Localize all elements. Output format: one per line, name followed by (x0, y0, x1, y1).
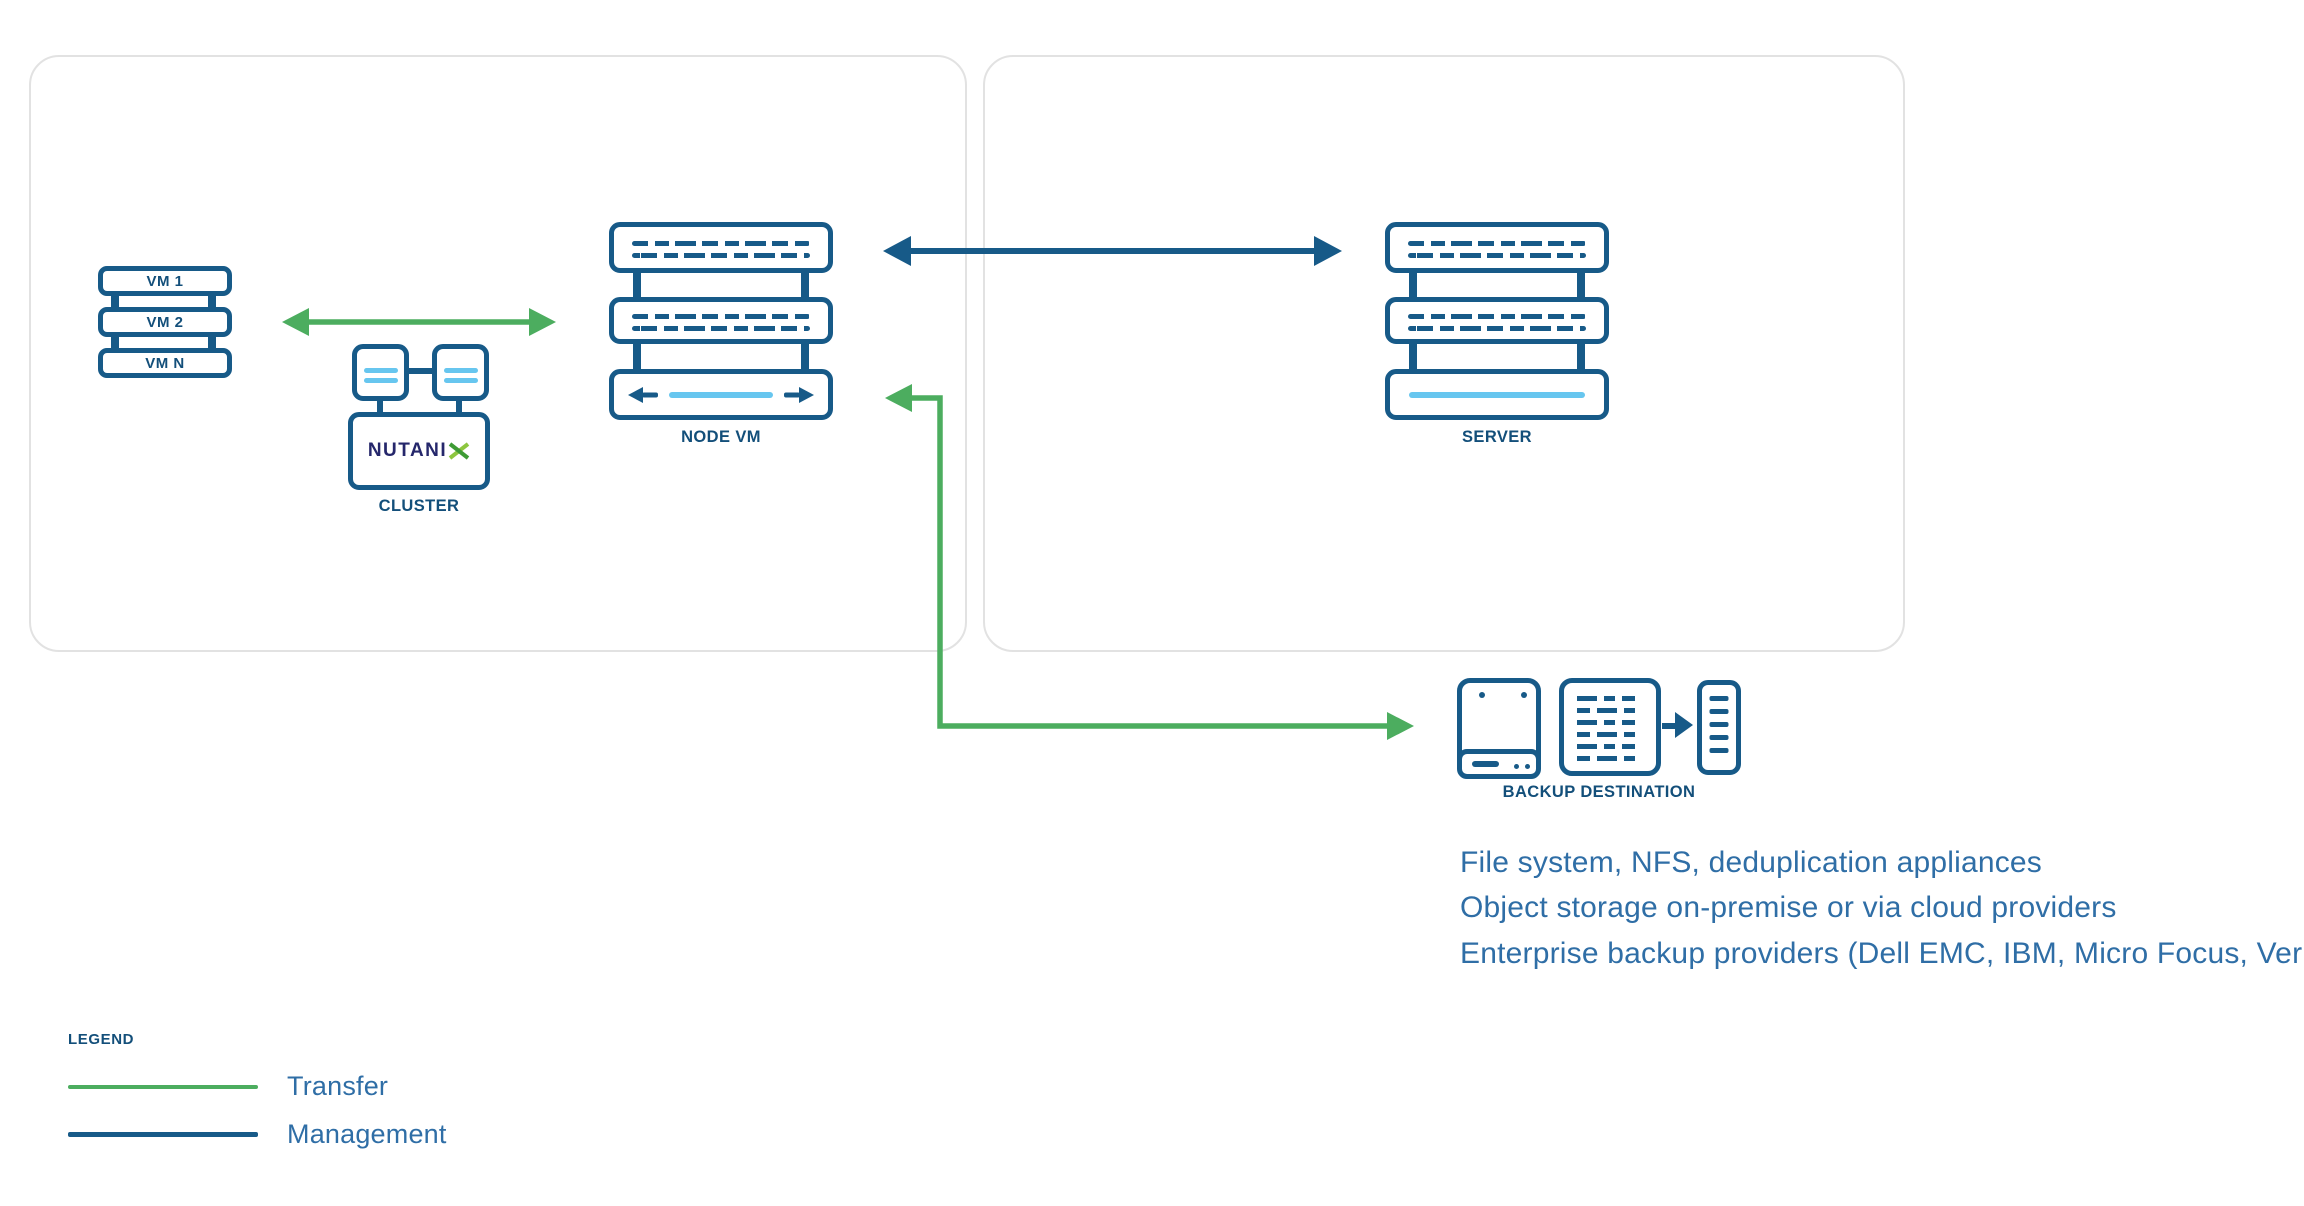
node-vm-row-bottom (609, 369, 833, 420)
nutanix-box: NUTANI (348, 412, 490, 490)
data-row (1577, 732, 1643, 737)
node-vm-connector (801, 338, 809, 376)
server-connector (1409, 266, 1417, 304)
data-bar (1409, 391, 1585, 398)
vm-2-box: VM 2 (98, 307, 232, 337)
disk-dot (1521, 692, 1527, 698)
node-bar (363, 378, 398, 383)
server-connector (1409, 338, 1417, 376)
disk-dot (1525, 764, 1530, 769)
nutanix-x-icon (448, 442, 470, 460)
vm-connector (111, 331, 119, 353)
note-object-storage: Object storage on-premise or via cloud p… (1460, 891, 2117, 924)
legend-title: LEGEND (68, 1031, 135, 1048)
nutanix-logo: NUTANI (368, 440, 470, 462)
dash-decoration (1408, 326, 1586, 331)
server-row-middle (1385, 297, 1609, 344)
cluster-connector (377, 396, 383, 416)
node-bar (443, 368, 478, 373)
server-connector (1577, 266, 1585, 304)
right-arrow-icon (799, 386, 814, 403)
data-bar (669, 391, 773, 398)
server-label: SERVER (1462, 428, 1532, 446)
server-row-top (1385, 222, 1609, 273)
left-arrow-icon (628, 386, 643, 403)
vm-1-label: VM 1 (146, 272, 184, 290)
node-vm-label: NODE VM (681, 428, 761, 446)
data-row (1577, 696, 1643, 701)
server-connector (1577, 338, 1585, 376)
node-vm-connector (801, 266, 809, 304)
dash-decoration (1408, 314, 1586, 319)
backup-destination-label: BACKUP DESTINATION (1502, 783, 1696, 801)
legend-management-label: Management (287, 1119, 447, 1149)
vm-connector (208, 290, 216, 312)
vm-2-label: VM 2 (146, 313, 184, 331)
note-file-system: File system, NFS, deduplication applianc… (1460, 846, 2043, 879)
vm-n-box: VM N (98, 348, 232, 378)
cluster-label: CLUSTER (378, 497, 460, 515)
disk-dot (1479, 692, 1485, 698)
nutanix-logo-text: NUTANI (367, 440, 448, 461)
server-row-bottom (1385, 369, 1609, 420)
vm-connector (111, 290, 119, 312)
arrow-tail (784, 392, 800, 397)
node-vm-row-top (609, 222, 833, 273)
tape-slot (1709, 748, 1729, 753)
legend-management-line (68, 1132, 258, 1137)
cluster-node-icon (352, 344, 409, 401)
to-archive-arrow (1662, 723, 1677, 729)
cluster-node-link (406, 368, 436, 374)
data-row (1577, 708, 1643, 713)
data-row (1577, 744, 1643, 749)
dedup-data-icon (1559, 678, 1661, 776)
dash-decoration (632, 241, 810, 246)
dash-decoration (1408, 253, 1586, 258)
node-vm-connector (633, 338, 641, 376)
legend-transfer-label: Transfer (287, 1071, 389, 1101)
dash-decoration (632, 253, 810, 258)
cluster-connector (456, 396, 462, 416)
disk-dot (1514, 764, 1519, 769)
arrow-tail (642, 392, 658, 397)
tape-slot (1709, 735, 1729, 740)
tape-slot (1709, 722, 1729, 727)
vm-n-label: VM N (145, 354, 185, 372)
cluster-node-icon (432, 344, 489, 401)
server-panel (983, 55, 1905, 652)
dash-decoration (632, 314, 810, 319)
vm-connector (208, 331, 216, 353)
dash-decoration (632, 326, 810, 331)
node-bar (363, 368, 398, 373)
dash-decoration (1408, 241, 1586, 246)
vm-1-box: VM 1 (98, 266, 232, 296)
data-row (1577, 756, 1643, 761)
disk-dash (1472, 761, 1499, 767)
disk-front-panel (1457, 749, 1541, 779)
legend-transfer-line (68, 1085, 258, 1089)
data-row (1577, 720, 1643, 725)
node-vm-connector (633, 266, 641, 304)
node-bar (443, 378, 478, 383)
note-enterprise-backup: Enterprise backup providers (Dell EMC, I… (1460, 937, 2304, 970)
tape-slot (1709, 709, 1729, 714)
archive-tape-icon (1697, 680, 1741, 775)
tape-slot (1709, 696, 1729, 701)
node-vm-row-middle (609, 297, 833, 344)
to-archive-arrowhead (1675, 712, 1693, 738)
